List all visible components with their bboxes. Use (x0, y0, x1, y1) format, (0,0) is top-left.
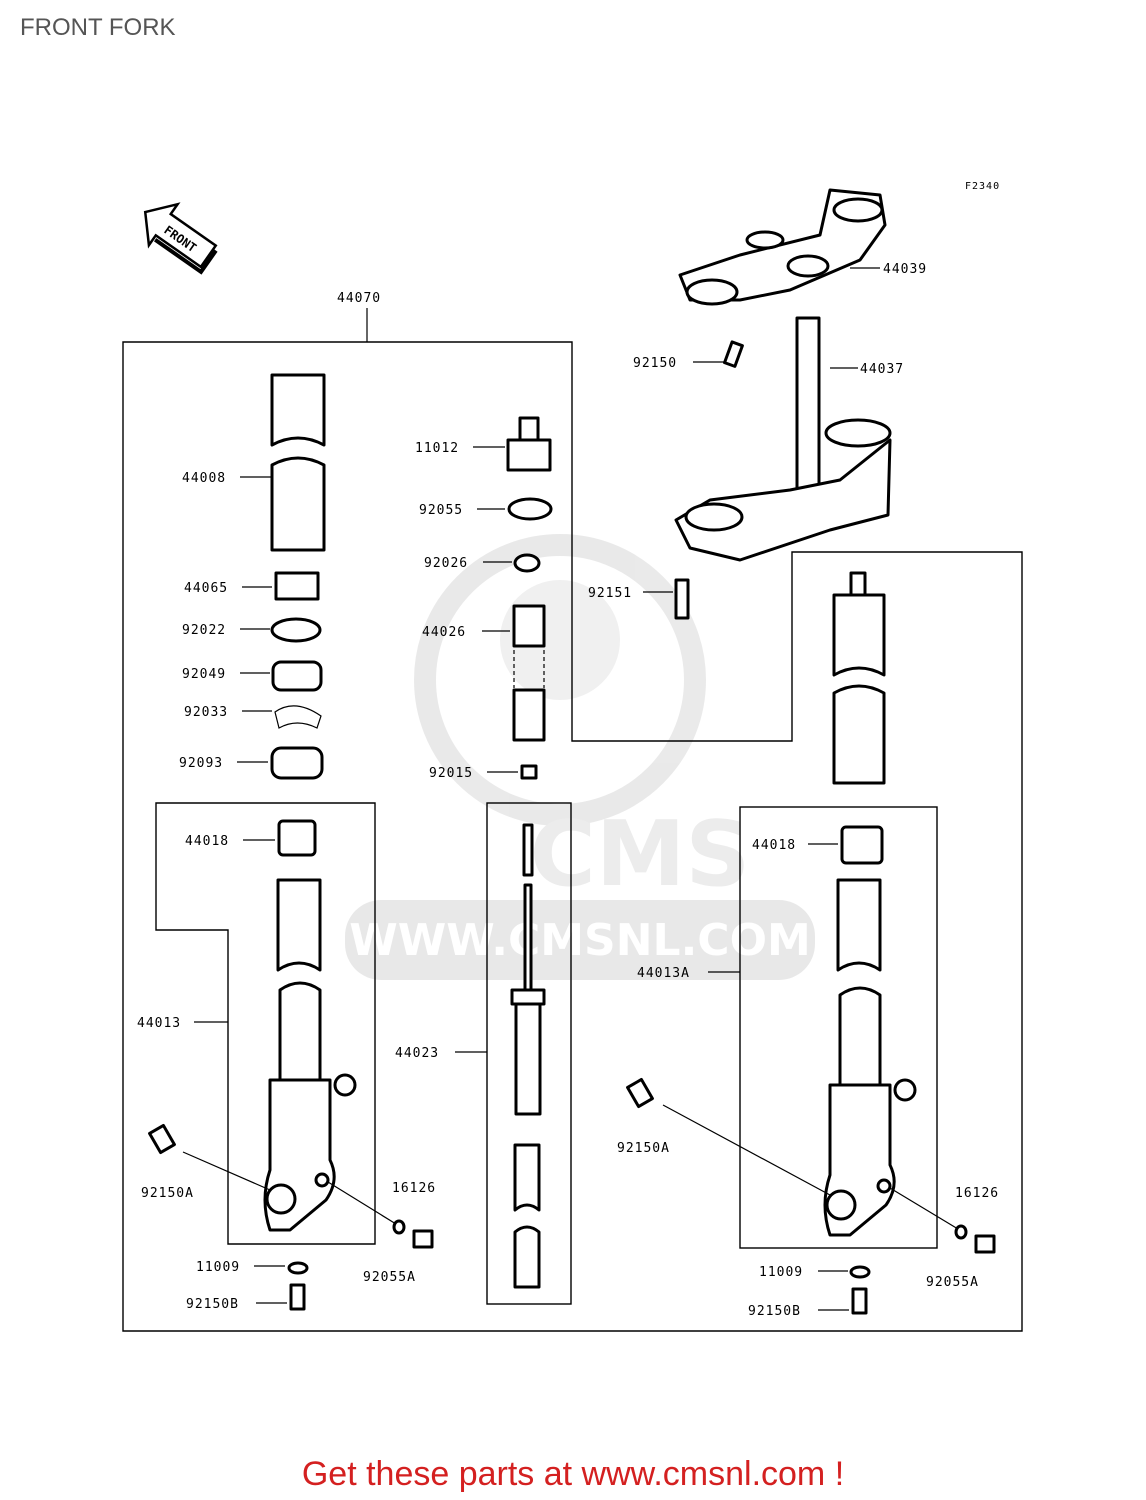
watermark-url: WWW.CMSNL.COM (349, 915, 811, 966)
left-fork-box (155, 802, 376, 1245)
clip-92033 (274, 705, 322, 729)
label-11009-right: 11009 (759, 1265, 803, 1280)
watermark-logo: CMS (530, 802, 750, 907)
label-11012: 11012 (415, 441, 459, 456)
oil-seal-92049 (271, 660, 323, 692)
figure-code: F2340 (965, 181, 1000, 192)
label-92150a-right: 92150A (617, 1141, 670, 1156)
label-44008: 44008 (182, 471, 226, 486)
label-44070: 44070 (337, 291, 381, 306)
gasket-92055a-right (954, 1224, 968, 1240)
label-44013a: 44013A (637, 966, 690, 981)
right-fork-box (739, 806, 938, 1249)
front-fork-diagram: WWW.CMSNL.COM CMS F2340 FRONT 44070 4403… (122, 181, 1023, 1332)
label-92055a-left: 92055A (363, 1270, 416, 1285)
gasket-92055a-left (392, 1219, 406, 1235)
top-cap-11012 (506, 416, 552, 472)
label-44037: 44037 (860, 362, 904, 377)
label-44013: 44013 (137, 1016, 181, 1031)
label-92150b-right: 92150B (748, 1304, 801, 1319)
label-44026: 44026 (422, 625, 466, 640)
bolt-92150a-right (626, 1077, 831, 1196)
label-16126-left: 16126 (392, 1181, 436, 1196)
outer-tube-44013 (263, 878, 357, 1232)
label-92033: 92033 (184, 705, 228, 720)
spring-44026 (512, 604, 546, 742)
bolt-92150a-left (148, 1123, 271, 1191)
collar-92026 (513, 553, 541, 573)
washer-11009-right (849, 1265, 871, 1279)
label-92150: 92150 (633, 356, 677, 371)
label-92015: 92015 (429, 766, 473, 781)
footer-link[interactable]: Get these parts at www.cmsnl.com ! (301, 1455, 845, 1493)
label-92150b-left: 92150B (186, 1297, 239, 1312)
label-92150a-left: 92150A (141, 1186, 194, 1201)
label-92151: 92151 (588, 586, 632, 601)
washer-92022 (270, 617, 322, 643)
front-arrow-icon: FRONT (143, 202, 218, 275)
label-92022: 92022 (182, 623, 226, 638)
label-92049: 92049 (182, 667, 226, 682)
label-44039: 44039 (883, 262, 927, 277)
label-92026: 92026 (424, 556, 468, 571)
label-92055: 92055 (419, 503, 463, 518)
dust-seal-92093 (270, 746, 324, 780)
steering-stem (674, 316, 892, 562)
bolt-92150b-right (851, 1287, 868, 1315)
screw-16126-right (974, 1234, 996, 1254)
label-44023: 44023 (395, 1046, 439, 1061)
bushing-44018-left (277, 819, 317, 857)
assembly-box-44070 (122, 341, 1023, 1332)
page-title: FRONT FORK (20, 14, 176, 41)
label-11009-left: 11009 (196, 1260, 240, 1275)
label-92055a-right: 92055A (926, 1275, 979, 1290)
part-44065 (274, 571, 320, 601)
label-44018-right: 44018 (752, 838, 796, 853)
inner-tube-right (832, 571, 886, 785)
cmsnl-watermark: WWW.CMSNL.COM CMS (345, 534, 815, 980)
damper-rod-box (486, 802, 572, 1305)
bushing-44018-right (840, 825, 884, 865)
bolt-92151 (674, 578, 690, 620)
label-44018-left: 44018 (185, 834, 229, 849)
outer-tube-44013a (823, 878, 917, 1237)
nut-92015 (520, 764, 538, 780)
label-16126-right: 16126 (955, 1186, 999, 1201)
washer-11009-left (287, 1261, 309, 1275)
bolt-92150b-left (289, 1283, 306, 1311)
bolt-92150 (723, 340, 744, 368)
label-92093: 92093 (179, 756, 223, 771)
label-44065: 44065 (184, 581, 228, 596)
inner-tube-44008 (270, 373, 326, 552)
o-ring-92055 (507, 497, 553, 521)
damper-rod-44023 (510, 823, 546, 1289)
screw-16126-left (412, 1229, 434, 1249)
upper-triple-clamp (678, 188, 887, 306)
